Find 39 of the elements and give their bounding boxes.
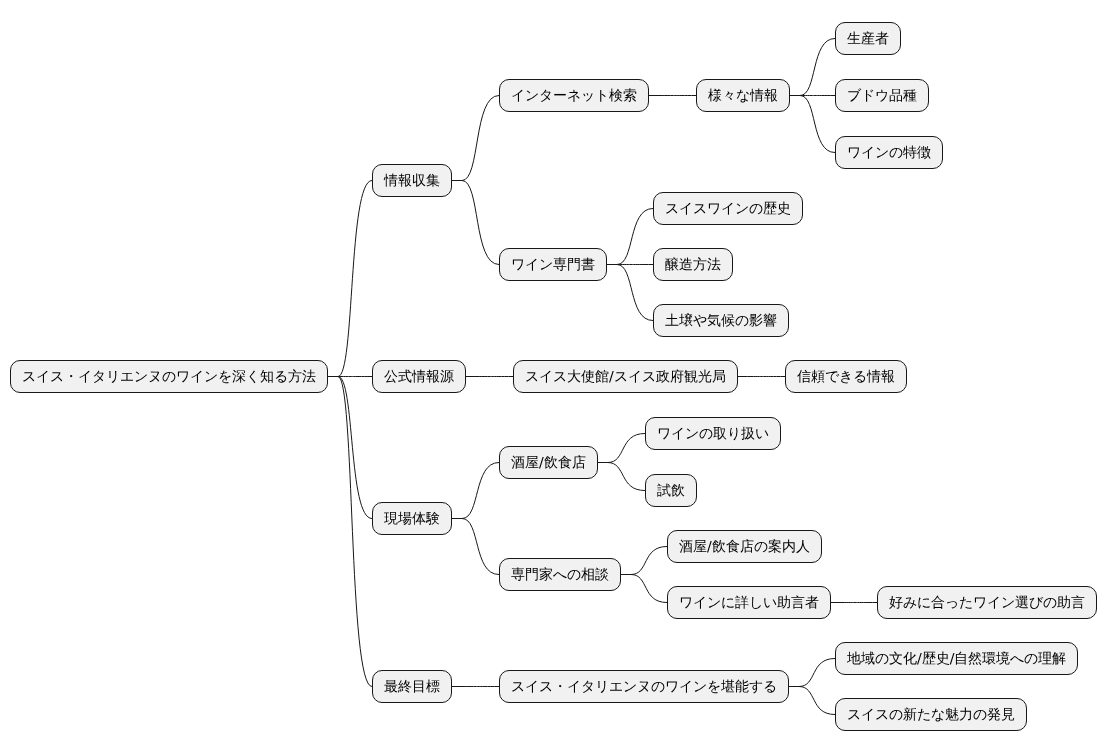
topic-box: ワイン専門書 (499, 248, 607, 281)
connector-line (451, 686, 500, 687)
topic-box: スイス・イタリエンヌのワインを深く知る方法 (10, 360, 328, 393)
topic-box: ワインに詳しい助言者 (667, 586, 831, 619)
topic-box: スイス大使館/スイス政府観光局 (513, 360, 738, 393)
connector-line (620, 574, 668, 603)
topic-box: 醸造方法 (653, 248, 733, 281)
topic-box: 信頼できる情報 (785, 360, 907, 393)
connector-line (327, 376, 373, 687)
topic-box: スイス・イタリエンヌのワインを堪能する (499, 670, 789, 703)
connector-line (737, 376, 786, 377)
topic-box: 現場体験 (372, 502, 452, 535)
topic-box: 酒屋/飲食店 (499, 446, 598, 479)
topic-box: スイスの新たな魅力の発見 (835, 698, 1027, 731)
topic-box: 土壌や気候の影響 (653, 304, 789, 337)
topic-box: ブドウ品種 (835, 79, 929, 112)
topic-box: 酒屋/飲食店の案内人 (667, 530, 822, 563)
topic-box: インターネット検索 (499, 79, 649, 112)
connector-line (451, 180, 500, 265)
topic-box: ワインの特徴 (835, 136, 943, 169)
connector-line (465, 376, 514, 377)
topic-box: 専門家への相談 (499, 558, 621, 591)
topic-box: 様々な情報 (696, 79, 790, 112)
topic-box: 情報収集 (372, 164, 452, 197)
connector-line (789, 95, 836, 153)
topic-box: 最終目標 (372, 670, 452, 703)
topic-box: 生産者 (835, 22, 901, 55)
topic-box: 地域の文化/歴史/自然環境への理解 (835, 642, 1079, 675)
topic-box: 公式情報源 (372, 360, 466, 393)
connector-line (451, 518, 500, 575)
topic-box: 好みに合ったワイン選びの助言 (877, 586, 1097, 619)
topic-box: 試飲 (645, 474, 697, 507)
topic-box: ワインの取り扱い (645, 417, 781, 450)
topic-box: スイスワインの歴史 (653, 192, 803, 225)
connector-line (788, 686, 836, 715)
connector-line (648, 95, 697, 96)
connector-line (830, 602, 878, 603)
connector-line (597, 462, 646, 491)
connector-line (606, 264, 654, 321)
